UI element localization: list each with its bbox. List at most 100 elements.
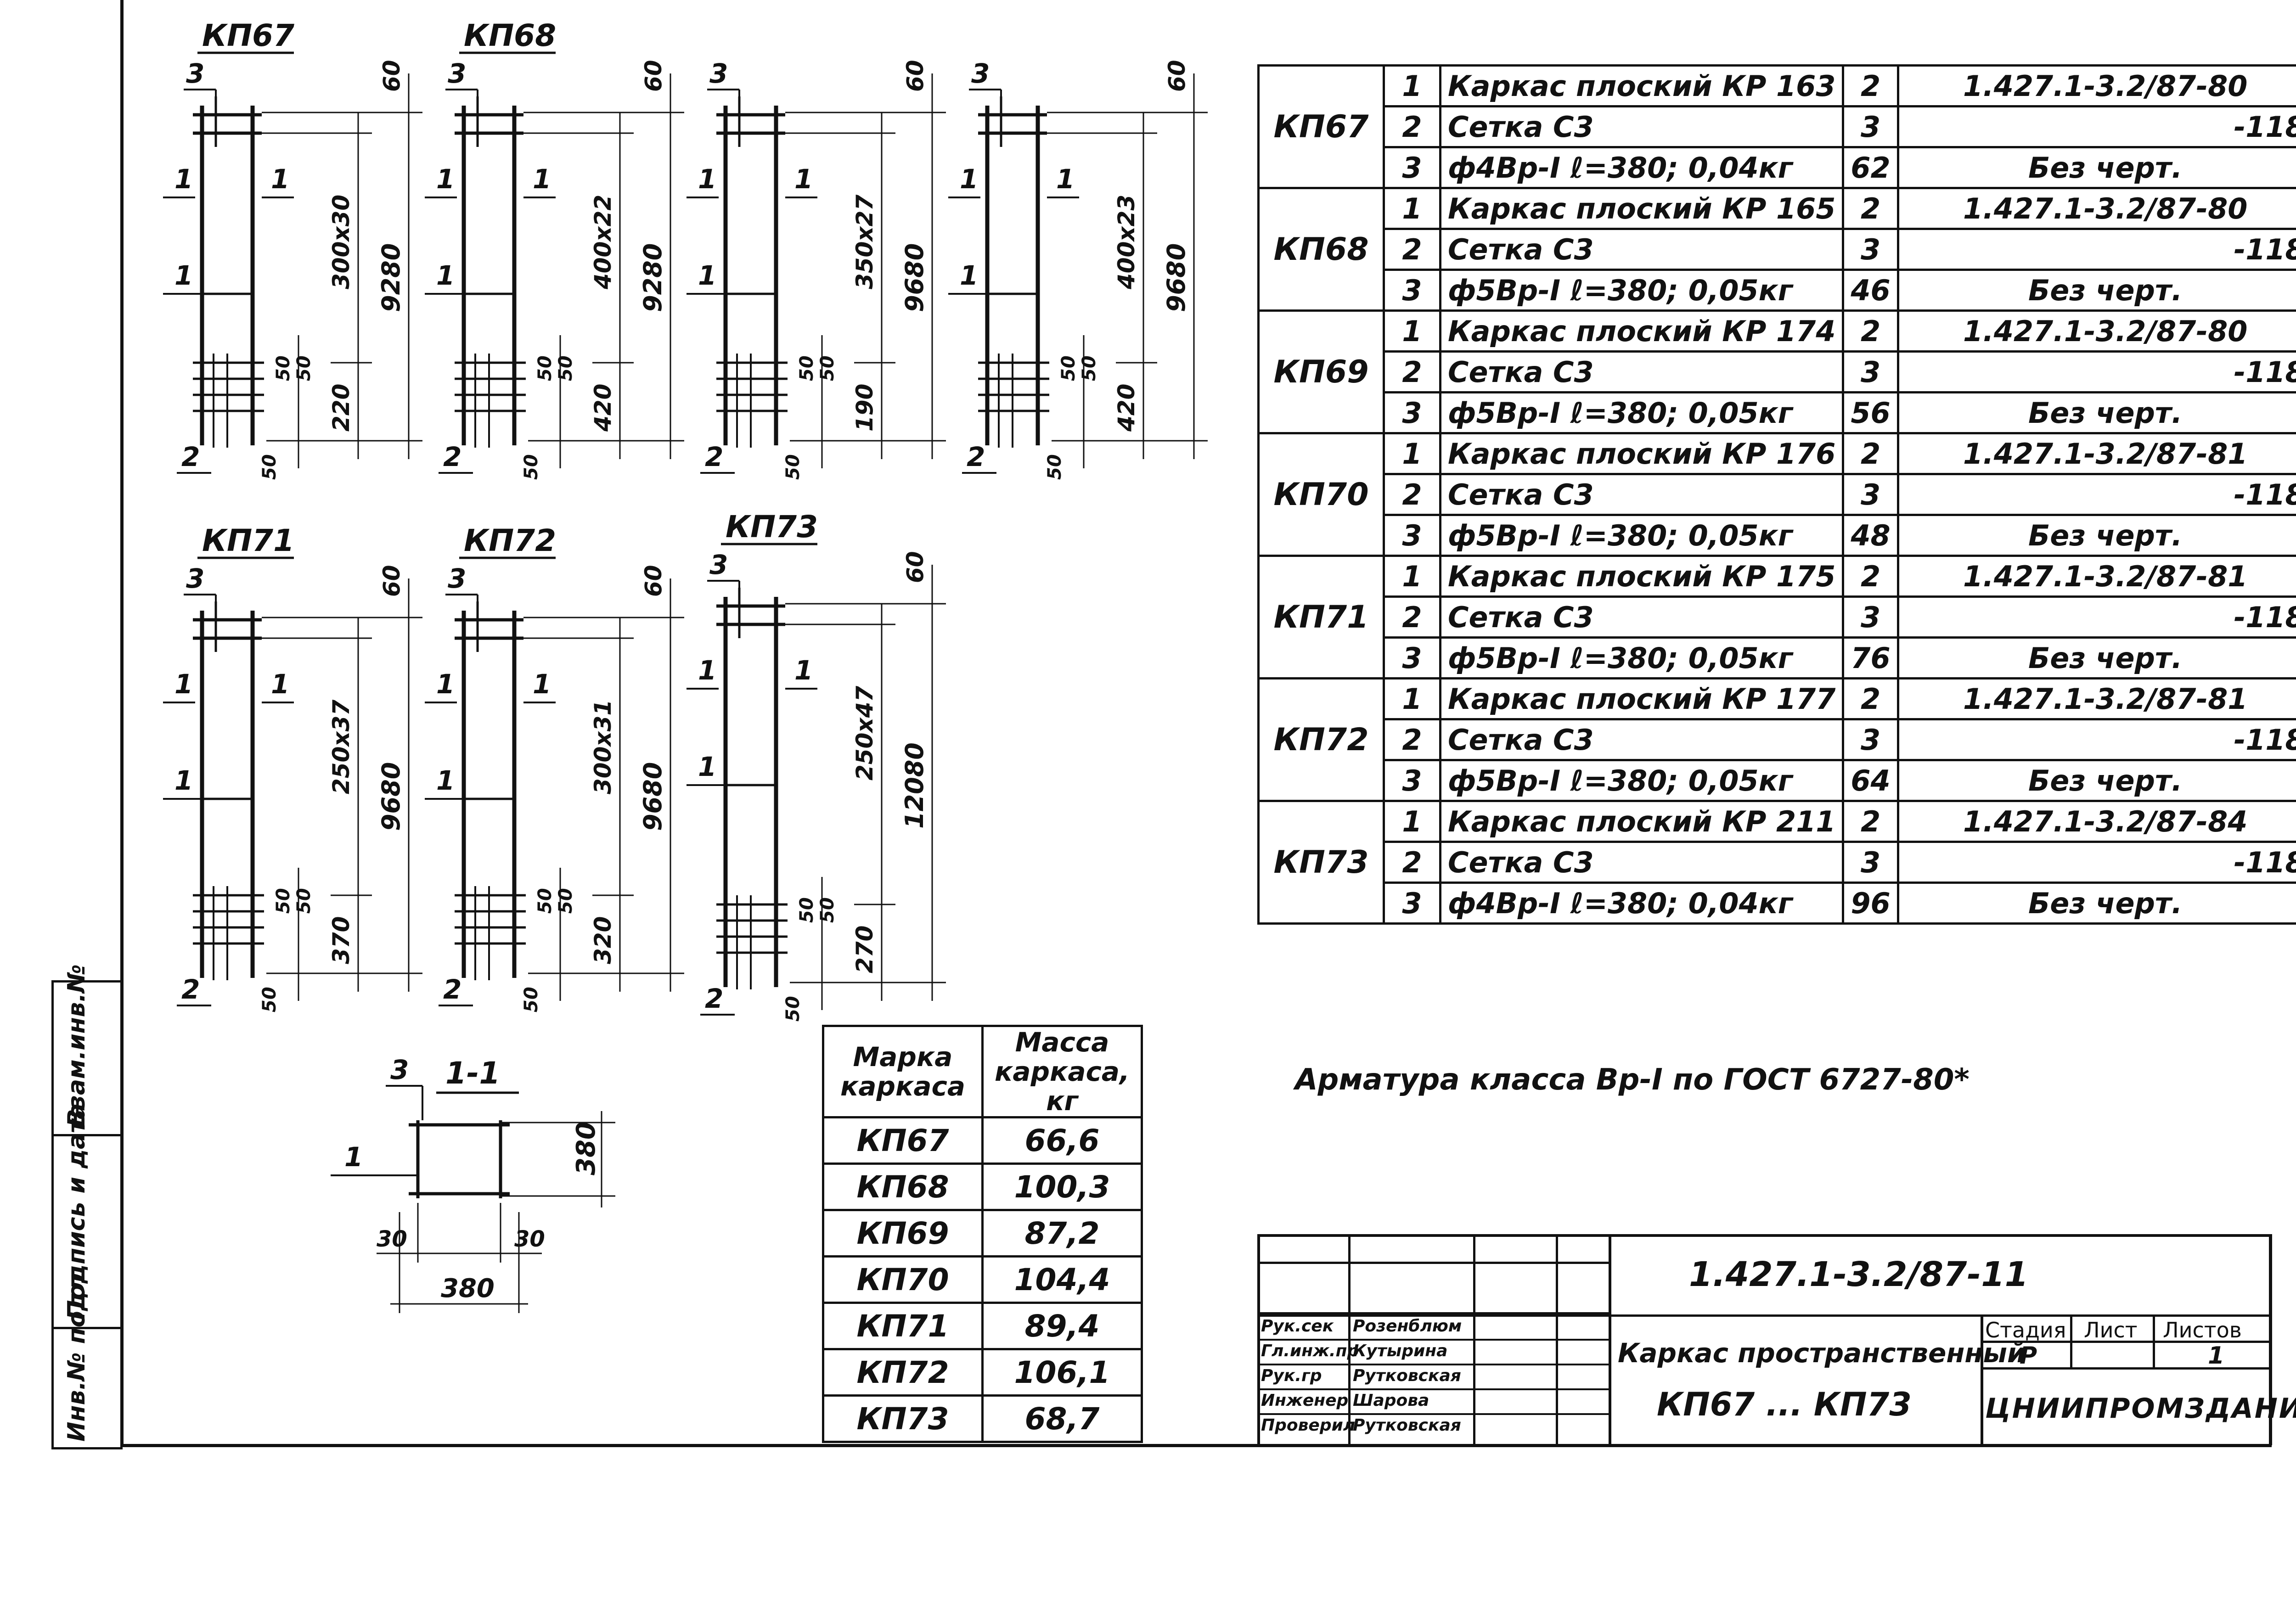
dim-top: 60 xyxy=(640,60,667,92)
dim-small: 50 xyxy=(521,987,542,1012)
dim-mid: 300х30 xyxy=(328,195,355,289)
dim-small: 50 xyxy=(293,355,315,381)
spec-name: ф4Вр-I ℓ=380; 0,04кг xyxy=(1439,146,1845,189)
pos-label-1: 1 xyxy=(174,765,193,796)
dim-total: 9280 xyxy=(377,243,405,312)
mass-mark: КП67 xyxy=(822,1116,984,1165)
signer-name: Рутковская xyxy=(1353,1416,1461,1435)
dim-mid: 250х37 xyxy=(328,700,355,794)
frame-left-line xyxy=(120,0,124,1446)
spec-name: Каркас плоский КР 174 xyxy=(1439,309,1845,353)
pos-label-1: 1 xyxy=(698,751,716,782)
pos-label-2: 2 xyxy=(705,441,723,472)
spec-doc: Без черт. xyxy=(1896,759,2296,802)
signer-name: Рутковская xyxy=(1353,1366,1461,1385)
frame-right-line xyxy=(2269,1234,2272,1445)
mass-mark: КП72 xyxy=(822,1348,984,1397)
mass-mark: КП69 xyxy=(822,1209,984,1258)
pos-label-1: 1 xyxy=(533,668,551,700)
reinforcement-note: Арматура класса Вр-I по ГОСТ 6727-80* xyxy=(1295,1063,1970,1097)
signer-role: Проверил xyxy=(1261,1416,1356,1435)
pos-label-1: 1 xyxy=(960,163,978,195)
spec-pos: 2 xyxy=(1383,473,1441,516)
pos-label-1: 1 xyxy=(533,163,551,195)
dim-top: 60 xyxy=(378,60,405,92)
spec-name: Сетка С3 xyxy=(1439,473,1845,516)
title-line-1: Каркас пространственный xyxy=(1618,1337,2026,1369)
spec-mark: КП73 xyxy=(1257,800,1385,925)
pos-label-3: 3 xyxy=(448,563,466,594)
mass-mass: 100,3 xyxy=(981,1162,1143,1211)
spec-mark: КП68 xyxy=(1257,187,1385,312)
spec-doc: Без черт. xyxy=(1896,636,2296,679)
pos-label-1: 1 xyxy=(436,260,455,291)
dim-total: 9680 xyxy=(638,762,667,831)
sheets-value: 1 xyxy=(2208,1342,2225,1370)
mass-mark: КП73 xyxy=(822,1394,984,1443)
side-stamp-cell-signature: Подпись и дата xyxy=(54,1103,123,1329)
pos-label-1: 1 xyxy=(271,668,289,700)
cage-label: КП71 xyxy=(202,523,294,558)
dim-top: 60 xyxy=(640,565,667,597)
section-pos-3: 3 xyxy=(390,1054,409,1085)
spec-name: Сетка С3 xyxy=(1439,105,1845,148)
mass-mass: 87,2 xyxy=(981,1209,1143,1258)
spec-qty: 3 xyxy=(1842,350,1899,393)
pos-label-1: 1 xyxy=(174,163,193,195)
mass-mass: 106,1 xyxy=(981,1348,1143,1397)
dim-total: 9280 xyxy=(638,243,667,312)
pos-label-3: 3 xyxy=(186,563,204,594)
spec-pos: 1 xyxy=(1383,64,1441,107)
dim-small: 50 xyxy=(796,897,817,923)
cage-drawings: КП67 3 1 1 1 2 60 9280 300х30 220 50 50 50 КП68 3 1 1 1 2 6… xyxy=(163,18,1208,1313)
spec-qty: 2 xyxy=(1842,309,1899,353)
spec-qty: 3 xyxy=(1842,473,1899,516)
spec-pos: 1 xyxy=(1383,555,1441,598)
spec-pos: 3 xyxy=(1383,759,1441,802)
pos-label-1: 1 xyxy=(174,260,193,291)
dim-small: 50 xyxy=(782,454,804,480)
pos-label-2: 2 xyxy=(181,441,200,472)
dim-bottom: 220 xyxy=(328,384,355,432)
dim-bottom: 420 xyxy=(1113,384,1140,432)
spec-pos: 3 xyxy=(1383,146,1441,189)
signer-name: Шарова xyxy=(1353,1391,1429,1410)
spec-pos: 1 xyxy=(1383,677,1441,720)
dim-small: 50 xyxy=(1079,355,1100,381)
spec-doc: -118 xyxy=(1896,718,2296,761)
section-dim-width: 380 xyxy=(441,1274,495,1303)
spec-pos: 1 xyxy=(1383,309,1441,353)
spec-doc: 1.427.1-3.2/87-81 xyxy=(1896,555,2296,598)
spec-pos: 2 xyxy=(1383,595,1441,639)
cage-label: КП73 xyxy=(726,509,818,545)
spec-name: ф5Вр-I ℓ=380; 0,05кг xyxy=(1439,636,1845,679)
cage-label: КП68 xyxy=(464,18,556,53)
pos-label-1: 1 xyxy=(698,655,716,686)
spec-pos: 2 xyxy=(1383,718,1441,761)
spec-qty: 62 xyxy=(1842,146,1899,189)
spec-mark: КП67 xyxy=(1257,64,1385,189)
spec-doc: -118 xyxy=(1896,595,2296,639)
dim-mid: 400х22 xyxy=(590,195,616,290)
dim-small: 50 xyxy=(273,888,294,914)
section-dim-left: 30 xyxy=(377,1226,407,1252)
spec-doc: -118 xyxy=(1896,105,2296,148)
dim-total: 12080 xyxy=(900,742,929,829)
